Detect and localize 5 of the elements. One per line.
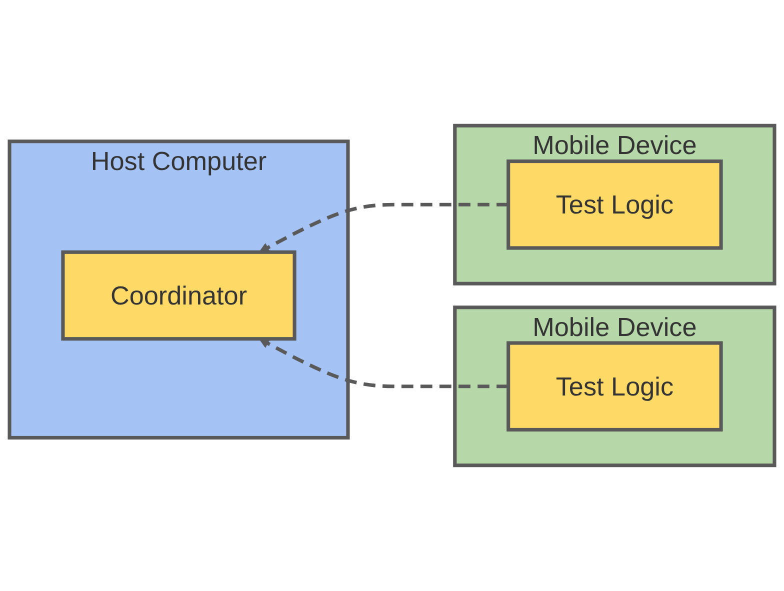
node-box: Coordinator <box>61 250 296 341</box>
node-box: Test Logic <box>506 341 723 432</box>
node-box: Test Logic <box>506 160 723 250</box>
arrow <box>259 338 508 388</box>
arrow <box>259 202 508 253</box>
